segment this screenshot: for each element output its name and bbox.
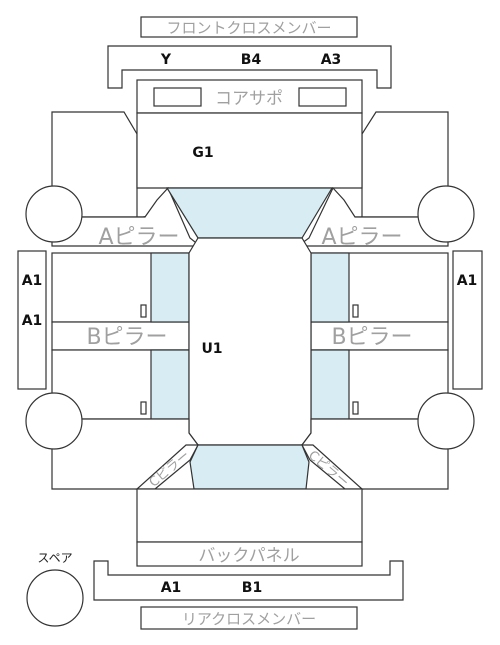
rear-window[interactable] [189,444,310,490]
door-handle-front-right [352,304,359,318]
roof-grade-u1: U1 [201,341,222,357]
c-pillar-left[interactable] [135,444,199,490]
rear-grade-b1: B1 [242,580,262,596]
door-handle-rear-left [140,401,147,415]
front-window-right[interactable] [310,252,350,323]
wheel-front-left[interactable] [25,185,83,243]
a-pillar-right-label: Aピラー [321,225,402,250]
headlight-right [298,87,347,107]
front-cross-member-label: フロントクロスメンバー [166,19,331,37]
side-sill-right[interactable] [452,250,483,390]
door-handle-front-left [140,304,147,318]
side-sill-left[interactable] [17,250,47,390]
wheel-front-right[interactable] [417,185,475,243]
rear-window-left[interactable] [150,349,190,420]
rear-window-right[interactable] [310,349,350,420]
wheel-rear-left[interactable] [25,392,83,450]
b-pillar-left[interactable] [51,321,190,351]
trunk-lid[interactable] [136,488,363,543]
wheel-rear-right[interactable] [417,392,475,450]
front-cross-grade-b4: B4 [241,52,262,68]
back-panel[interactable] [136,541,363,567]
spare-label: スペア [37,551,72,565]
back-panel-label: バックパネル [198,546,299,566]
rear-cross-member-box[interactable] [140,606,358,630]
side-sill-left-grade-bottom: A1 [22,313,43,329]
windshield[interactable] [165,187,334,239]
front-window-left[interactable] [150,252,190,323]
b-pillar-left-label: Bピラー [86,325,167,350]
core-support-label: コアサポ [215,89,283,109]
front-cross-member-bracket[interactable] [107,45,392,89]
hood-panel[interactable] [136,112,363,189]
b-pillar-right-label: Bピラー [331,325,412,350]
rear-grade-a1: A1 [161,580,182,596]
rear-cross-member-bracket[interactable] [93,560,404,601]
headlight-left [153,87,202,107]
a-pillar-left-label: Aピラー [98,225,179,250]
side-sill-right-grade: A1 [457,273,478,289]
rear-cross-member-label: リアクロスメンバー [182,610,316,628]
front-cross-grade-a3: A3 [321,52,342,68]
hood-grade-g1: G1 [192,145,213,161]
side-sill-left-grade-top: A1 [22,273,43,289]
spare-tire[interactable] [26,569,84,627]
front-cross-grade-y: Y [160,52,172,68]
c-pillar-right[interactable] [301,444,364,490]
front-cross-member-box[interactable] [140,16,358,38]
door-handle-rear-right [352,401,359,415]
